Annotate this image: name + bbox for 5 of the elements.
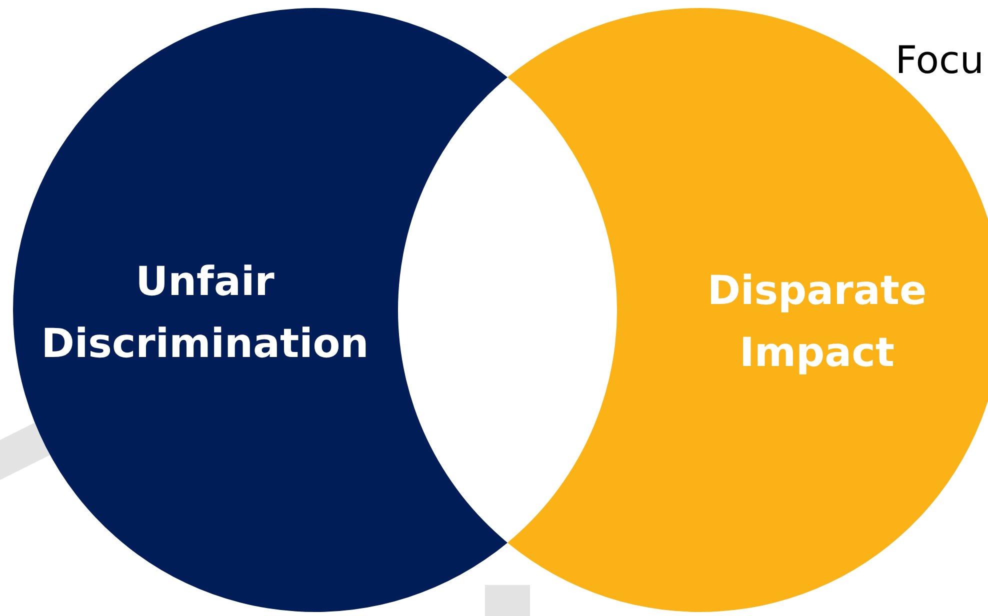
- circle-label: Unfair Discrimination: [40, 258, 370, 369]
- venn-crescent: [507, 8, 988, 612]
- venn-crescent: [13, 8, 508, 612]
- heading-text: Focu: [895, 38, 984, 82]
- circle-label: Disparate Impact: [706, 267, 928, 378]
